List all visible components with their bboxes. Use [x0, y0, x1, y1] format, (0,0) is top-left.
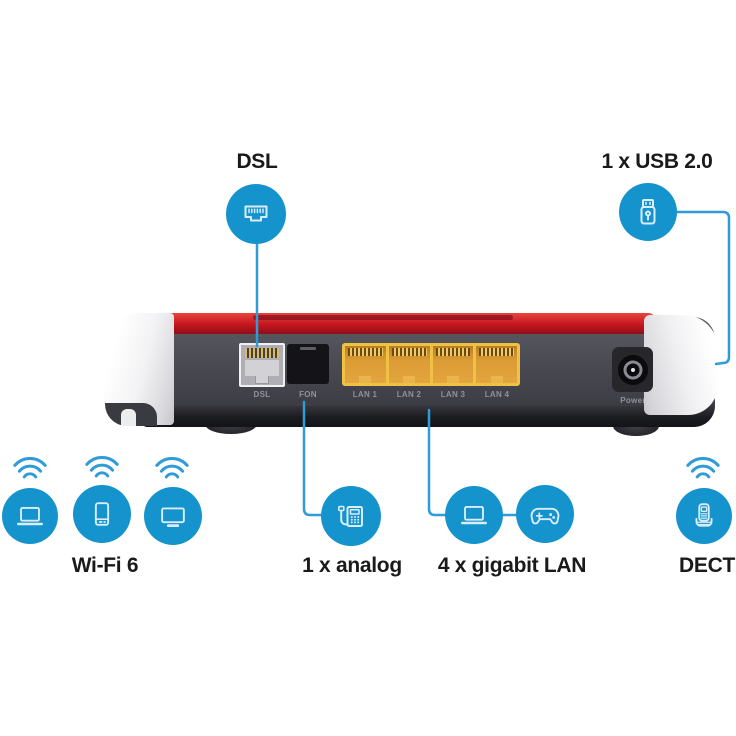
- router-red-groove: [253, 315, 513, 320]
- lan2-port-label: LAN 2: [396, 390, 422, 399]
- power-jack-pin: [630, 367, 635, 372]
- router-right-cap: [644, 315, 718, 415]
- lan3-port-label: LAN 3: [440, 390, 466, 399]
- lan1-port-label: LAN 1: [352, 390, 378, 399]
- analog-callout-bubble: [321, 486, 381, 546]
- lan-port-block: [342, 343, 520, 386]
- power-port-label: Power: [620, 396, 646, 405]
- router-back-panel: DSL FON LAN 1 LAN 2 LAN 3 LAN 4 Power: [103, 311, 718, 436]
- laptop-icon: [16, 507, 44, 526]
- dect-callout-label: DECT: [679, 554, 735, 577]
- lan-port-3: [432, 346, 474, 383]
- lan-gamepad-bubble: [516, 485, 574, 543]
- rj45-plug-icon: [244, 205, 268, 222]
- dsl-callout-label: DSL: [236, 150, 278, 173]
- lan-port-tab: [446, 376, 459, 383]
- usb-stick-icon: [640, 199, 656, 225]
- usb-callout-label: 1 x USB 2.0: [601, 150, 713, 173]
- lan-port-4: [476, 346, 517, 383]
- smartphone-icon: [94, 502, 110, 526]
- wifi-smartphone-bubble: [73, 485, 131, 543]
- lan-laptop-bubble: [445, 486, 503, 544]
- dsl-callout-bubble: [226, 184, 286, 244]
- fon-port-marking: [300, 347, 316, 350]
- lan-port-tab: [490, 376, 503, 383]
- laptop-icon: [460, 506, 488, 525]
- wifi-waves-icon: [155, 457, 189, 479]
- wifi-waves-icon: [686, 457, 720, 479]
- lan-port-2: [388, 346, 430, 383]
- usb-connector-line: [674, 210, 731, 366]
- lan-port-pins: [435, 348, 471, 356]
- power-jack: [612, 347, 653, 392]
- lan-port-tab: [359, 376, 372, 383]
- cordless-phone-icon: [695, 503, 713, 527]
- wifi-callout-label: Wi-Fi 6: [71, 554, 139, 577]
- lan-port-pins: [348, 348, 383, 356]
- lan4-port-label: LAN 4: [484, 390, 510, 399]
- wifi-waves-icon: [13, 457, 47, 479]
- router-bottom-edge: [140, 406, 715, 427]
- lan-port-1: [345, 346, 386, 383]
- wifi-tv-bubble: [144, 487, 202, 545]
- wifi-laptop-bubble: [2, 488, 58, 544]
- router-notch-slot: [121, 409, 136, 426]
- usb-callout-bubble: [619, 183, 677, 241]
- fon-port-label: FON: [299, 390, 317, 399]
- dsl-port: [239, 343, 285, 387]
- lan-connector-line: [427, 408, 448, 517]
- gamepad-icon: [530, 507, 560, 525]
- lan-port-tab: [403, 376, 416, 383]
- dsl-port-tab: [255, 376, 269, 384]
- fon-port: [287, 344, 329, 384]
- dsl-port-cavity: [245, 360, 279, 376]
- tv-icon: [161, 507, 185, 528]
- analog-connector-line: [302, 400, 324, 517]
- analog-callout-label: 1 x analog: [302, 554, 402, 577]
- dsl-port-pins: [245, 348, 279, 358]
- lan-callout-label: 4 x gigabit LAN: [437, 554, 587, 577]
- desk-phone-icon: [338, 505, 363, 527]
- wifi-waves-icon: [85, 456, 119, 478]
- lan-port-pins: [391, 348, 427, 356]
- power-jack-barrel: [617, 354, 648, 385]
- dsl-port-label: DSL: [253, 390, 271, 399]
- dect-callout-bubble: [676, 488, 732, 544]
- lan-port-pins: [479, 348, 514, 356]
